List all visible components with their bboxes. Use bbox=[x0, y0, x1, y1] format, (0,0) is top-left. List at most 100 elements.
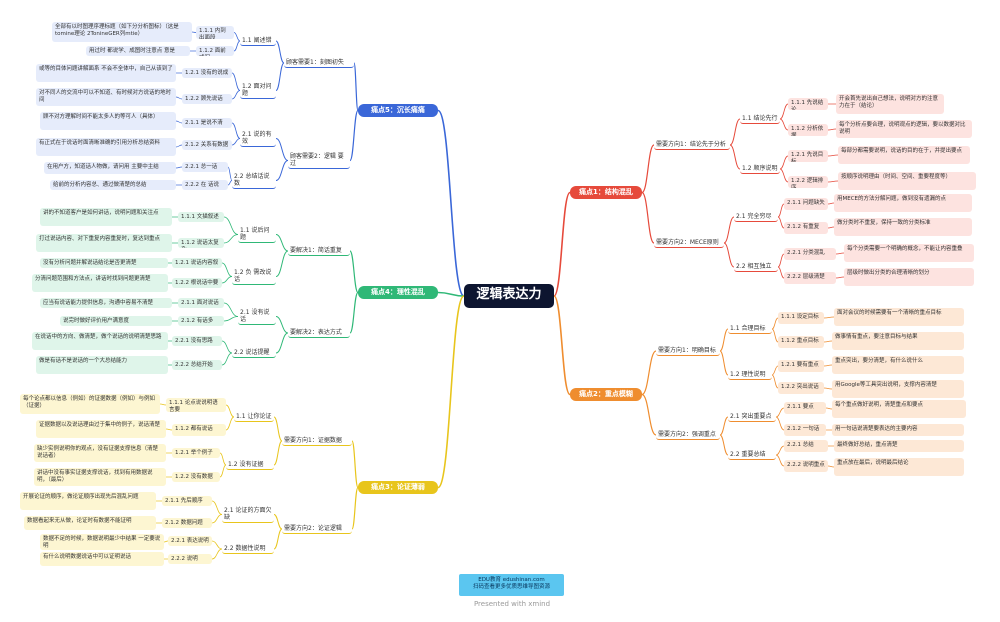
branch-5-topic[interactable]: 痛点5：沉长痛痛 bbox=[358, 104, 438, 117]
b5-s1a2[interactable]: 1.1.2 面前成况 bbox=[196, 46, 234, 56]
b3-s1b1[interactable]: 1.2.1 举个例子 bbox=[172, 448, 220, 458]
b2-s1a1-leaf[interactable]: 面对会议的时候需要有一个清晰的重点目标 bbox=[834, 308, 964, 326]
b4-s1b[interactable]: 1.2 负 需改说话 bbox=[232, 268, 276, 285]
b2-s2a2[interactable]: 2.1.2 一句话 bbox=[784, 424, 826, 436]
b5-s1a1[interactable]: 1.1.1 内到出面段 bbox=[196, 26, 234, 39]
b4-s2a[interactable]: 2.1 没有说话 bbox=[238, 308, 276, 325]
b1-s2a1[interactable]: 2.1.1 问题缺失 bbox=[784, 198, 828, 210]
b5-s1b2[interactable]: 1.2.2 顾先说话 bbox=[182, 94, 232, 104]
b4-s1b1-leaf[interactable]: 没有分析问题并解说话结论是否更清楚 bbox=[40, 258, 168, 268]
b4-s1a2-leaf[interactable]: 打过说话内容、对下重复内容重复时，复达到重点 bbox=[36, 234, 172, 252]
b2-s2[interactable]: 需要方向2：强调重点 bbox=[656, 430, 720, 440]
b4-s1a1-leaf[interactable]: 讲的不知道客户是如何讲话，说明问题和关注点 bbox=[40, 208, 172, 226]
b2-s1a2-leaf[interactable]: 做事情有重点，要注意目标与结果 bbox=[832, 332, 964, 350]
b3-s1a2-leaf[interactable]: 证据数据以及说话理由过于集中的例子，说话清楚 bbox=[36, 420, 166, 438]
b1-s1[interactable]: 需要方向1：结论先于分析 bbox=[654, 140, 730, 150]
b2-s1b1-leaf[interactable]: 重点突出，要分清楚，有什么说什么 bbox=[832, 356, 964, 374]
b4-s2b2[interactable]: 2.2.2 总结开始 bbox=[172, 360, 222, 370]
b4-s1b2[interactable]: 1.2.2 根说话中要 bbox=[172, 278, 222, 288]
b5-s2b1-leaf[interactable]: 在用户方，知道话人物做，请问用 主要中主结 bbox=[44, 162, 176, 174]
b2-s1a1[interactable]: 1.1.1 设定目标 bbox=[778, 312, 824, 324]
b5-s1a1-leaf[interactable]: 全部有以时图理序理标题（如下分分析图标）（这是tomine理论 2TonineG… bbox=[52, 22, 192, 42]
b3-s1b2[interactable]: 1.2.2 没有数据 bbox=[172, 472, 220, 482]
b5-s1b[interactable]: 1.2 面对问题 bbox=[240, 82, 276, 99]
b2-s1a2[interactable]: 1.1.2 重点目标 bbox=[778, 336, 824, 348]
b2-s2b[interactable]: 2.2 重要总结 bbox=[728, 450, 776, 460]
b3-s1a[interactable]: 1.1 让你论证 bbox=[234, 412, 274, 422]
b5-s2a1-leaf[interactable]: 顾不对方理解时间不能太多人的等可人（具体） bbox=[40, 112, 176, 130]
b3-s2b1[interactable]: 2.2.1 表达说明 bbox=[168, 536, 212, 546]
b5-s1a[interactable]: 1.1 阐述错 bbox=[240, 36, 276, 46]
b5-s1[interactable]: 顾客需要1：刻图初失 bbox=[284, 58, 354, 68]
b3-s2b2-leaf[interactable]: 有什么说明数据说话中可以证明说话 bbox=[40, 552, 164, 566]
b2-s1b2-leaf[interactable]: 用Google等工具突出说明，支撑内容清楚 bbox=[832, 380, 964, 398]
b5-s2[interactable]: 顾客需要2：逻辑 要过 bbox=[288, 152, 350, 169]
b4-s1a[interactable]: 1.1 说后问题 bbox=[238, 226, 276, 243]
b3-s2a1[interactable]: 2.1.1 先后顺序 bbox=[162, 496, 212, 506]
b3-s1[interactable]: 需要方向1：证据数据 bbox=[282, 436, 352, 446]
b5-s2a2[interactable]: 2.1.2 关系有数据 bbox=[182, 140, 232, 150]
b4-s1b2-leaf[interactable]: 分清问题范围和方法点，讲话时找到问题更清楚 bbox=[32, 274, 168, 292]
b3-s1b1-leaf[interactable]: 缺少实例说明你的观点，没有证据支撑信息（清楚说话者） bbox=[34, 444, 166, 462]
b1-s1b2-leaf[interactable]: 按顺序说明理由（时间、空间、重要程度等） bbox=[838, 172, 976, 190]
b1-s1b2[interactable]: 1.2.2 逻辑排序 bbox=[788, 176, 828, 188]
b2-s2a1-leaf[interactable]: 每个重点做好说明，清楚重点和要点 bbox=[832, 400, 966, 418]
branch-3-topic[interactable]: 痛点3：论证薄弱 bbox=[358, 481, 438, 494]
b4-s2a1[interactable]: 2.1.1 面对说话 bbox=[178, 298, 224, 308]
b1-s1a1[interactable]: 1.1.1 先说结论 bbox=[788, 98, 828, 110]
b2-s2b1[interactable]: 2.2.1 总结 bbox=[784, 440, 828, 452]
b2-s1[interactable]: 需要方向1：明确目标 bbox=[656, 346, 720, 356]
branch-4-topic[interactable]: 痛点4：理性混乱 bbox=[358, 286, 438, 299]
b5-s2b[interactable]: 2.2 总结话说数 bbox=[232, 172, 276, 189]
b1-s1a1-leaf[interactable]: 开会首先说出自己想法，说明对方的注意力在于（结论） bbox=[836, 94, 944, 114]
b5-s2b1[interactable]: 2.2.1 总一话 bbox=[182, 162, 228, 172]
b2-s2b1-leaf[interactable]: 最终做好总结，重点清楚 bbox=[834, 440, 964, 452]
b4-s1a1[interactable]: 1.1.1 文描叙述 bbox=[178, 212, 224, 222]
b1-s2b2-leaf[interactable]: 层级时做出分类的合理清晰的划分 bbox=[844, 268, 974, 286]
b2-s2a1[interactable]: 2.1.1 要点 bbox=[784, 402, 826, 414]
b1-s2[interactable]: 需要方向2：MECE原则 bbox=[654, 238, 724, 248]
b3-s1a2[interactable]: 1.1.2 都有说话 bbox=[172, 424, 226, 436]
b4-s1[interactable]: 要解决1：简话重复 bbox=[288, 246, 350, 256]
b5-s1b1[interactable]: 1.2.1 没有的说成 bbox=[182, 68, 232, 78]
b3-s1b2-leaf[interactable]: 讲话中没有事实证据支撑说话，找到有用数据说明，（最后） bbox=[34, 468, 166, 486]
b1-s1b1-leaf[interactable]: 每部分都需要说明，说话的目的在于，并提出要点 bbox=[838, 146, 970, 164]
b1-s2a1-leaf[interactable]: 用MECE的方法分解问题，做到没有遗漏的点 bbox=[834, 194, 972, 212]
branch-2-topic[interactable]: 痛点2：重点模糊 bbox=[570, 388, 642, 401]
b3-s2a[interactable]: 2.1 论证的方面欠缺 bbox=[222, 506, 274, 523]
root-topic[interactable]: 逻辑表达力 bbox=[464, 284, 554, 308]
b2-s2a2-leaf[interactable]: 用一句话说清楚要表达的主要内容 bbox=[832, 424, 964, 436]
b4-s2a2-leaf[interactable]: 说完时做好评价用户满意度 bbox=[60, 316, 172, 326]
b5-s2b2-leaf[interactable]: 给前的分析内容总、通过做清楚的总结 bbox=[50, 180, 176, 190]
b1-s1a2-leaf[interactable]: 每个分析点要合理，说明观点的逻辑，要以数据对比说明 bbox=[836, 120, 972, 138]
b1-s2a2-leaf[interactable]: 做分类时不重复，保持一致的分类标准 bbox=[834, 218, 972, 236]
b3-s2a2-leaf[interactable]: 数据看起来无从做，论证时有数据不能证明 bbox=[24, 516, 156, 530]
b4-s2b1-leaf[interactable]: 在说话中的方向、做清楚，做个说话的说明清楚思路 bbox=[32, 332, 168, 350]
b1-s2b1[interactable]: 2.2.1 分类混乱 bbox=[784, 248, 836, 260]
qr-promo-box[interactable]: EDU教育 edushinan.com 扫码查看更多优质思维导图资源 bbox=[459, 574, 564, 596]
b1-s1b1[interactable]: 1.2.1 先说目标 bbox=[788, 150, 828, 162]
b2-s2b2[interactable]: 2.2.2 说明重点 bbox=[784, 460, 828, 472]
b3-s2b2[interactable]: 2.2.2 说明 bbox=[168, 554, 212, 564]
b3-s1a1[interactable]: 1.1.1 论点说说明语言要 bbox=[166, 398, 226, 412]
b5-s1a2-leaf[interactable]: 用过时 都说学、成图时注意点 意是 bbox=[86, 46, 190, 56]
b2-s2b2-leaf[interactable]: 重点放在最后，说明最后结论 bbox=[834, 458, 964, 476]
branch-1-topic[interactable]: 痛点1：结构混乱 bbox=[570, 186, 642, 199]
b5-s2a2-leaf[interactable]: 有正式在于说话时面清晰准确的引用分析总结资料 bbox=[36, 138, 176, 156]
b3-s2b[interactable]: 2.2 数据性说明 bbox=[222, 544, 274, 554]
b3-s2b1-leaf[interactable]: 数据不足的时候，数据说明最少中结果 一定要说明 bbox=[40, 534, 164, 550]
b4-s2b1[interactable]: 2.2.1 没有思路 bbox=[172, 336, 222, 346]
b1-s1b[interactable]: 1.2 顺序说明 bbox=[740, 164, 780, 174]
b4-s2b2-leaf[interactable]: 做是有话不是说话的一个大总结能力 bbox=[36, 356, 168, 374]
b3-s1b[interactable]: 1.2 没有证据 bbox=[226, 460, 274, 470]
b4-s1a2[interactable]: 1.1.2 说话太复杂 bbox=[178, 238, 224, 248]
b4-s2b[interactable]: 2.2 说话提醒 bbox=[232, 348, 276, 358]
b1-s2b2[interactable]: 2.2.2 层级清楚 bbox=[784, 272, 836, 284]
b3-s2[interactable]: 需要方向2：论证逻辑 bbox=[282, 524, 352, 534]
b5-s1b1-leaf[interactable]: 或等的目体问题讲解面系 不会不全体中，自己从该到了 bbox=[36, 64, 176, 82]
b2-s2a[interactable]: 2.1 突出重要点 bbox=[728, 412, 776, 422]
b1-s2b1-leaf[interactable]: 每个分类需要一个明确的概念，不能让内容重叠 bbox=[844, 244, 974, 262]
b5-s2b2[interactable]: 2.2.2 在 话说 bbox=[182, 180, 228, 190]
b4-s2a2[interactable]: 2.1.2 有话多 bbox=[178, 316, 224, 326]
b1-s2a[interactable]: 2.1 完全穷尽 bbox=[734, 212, 778, 222]
